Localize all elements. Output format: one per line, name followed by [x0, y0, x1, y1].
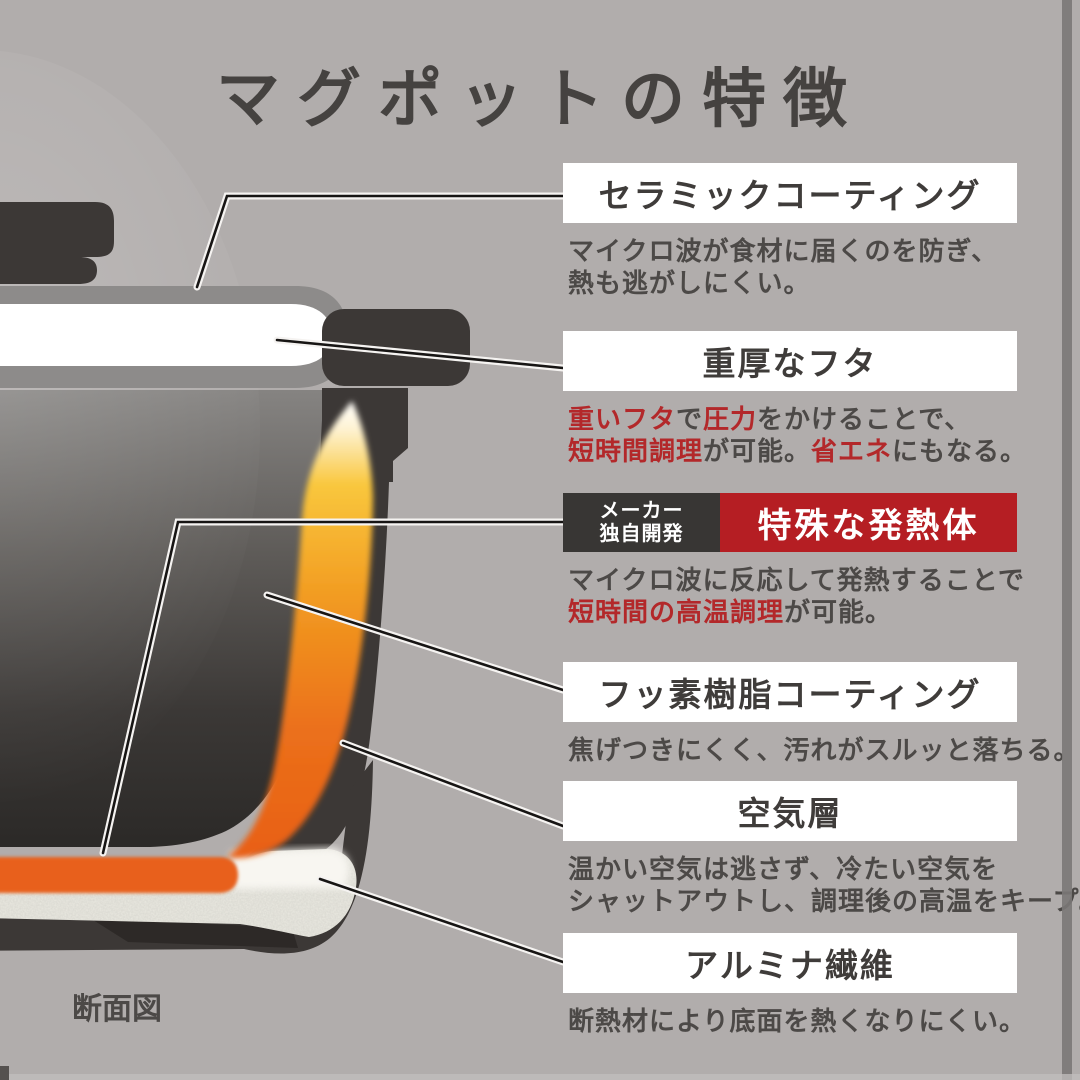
pot-handle — [322, 309, 470, 386]
feature-ceramic-coating: セラミックコーティング マイクロ波が食材に届くのを防ぎ、熱も逃がしにくい。 — [563, 163, 1017, 299]
leader-line-air — [341, 741, 565, 828]
photo-edge-corner-mark — [0, 1066, 9, 1080]
pot-foot-shadow — [90, 918, 298, 948]
feature-label-box: アルミナ繊維 — [563, 933, 1017, 993]
maker-original-badge: メーカー 独自開発 — [563, 493, 720, 552]
feature-label: アルミナ繊維 — [685, 947, 895, 984]
feature-description: マイクロ波が食材に届くのを防ぎ、熱も逃がしにくい。 — [568, 236, 999, 298]
feature-label-box: 重厚なフタ — [563, 331, 1017, 391]
page-title: マグポットの特徴 — [216, 63, 864, 135]
cross-section-label: 断面図 — [72, 993, 162, 1026]
leader-lines — [99, 192, 567, 966]
feature-alumina-fiber: アルミナ繊維 断熱材により底面を熱くなりにくい。 — [563, 933, 1026, 1037]
feature-air-layer: 空気層 温かい空気は逃さず、冷たい空気をシャットアウトし、調理後の高温をキープ。 — [563, 781, 1080, 917]
feature-fluorine-coating: フッ素樹脂コーティング 焦げつきにくく、汚れがスルッと落ちる。 — [563, 662, 1080, 766]
photo-edge-strip-bottom — [0, 1074, 1080, 1080]
feature-label: 空気層 — [737, 795, 843, 832]
feature-label-box: フッ素樹脂コーティング — [563, 662, 1017, 722]
feature-description: 重いフタで圧力をかけることで、短時間調理が可能。省エネにもなる。 — [568, 404, 1028, 466]
feature-label-box: 空気層 — [563, 781, 1017, 841]
feature-label-bar: メーカー 独自開発 特殊な発熱体 — [563, 493, 1017, 552]
badge-line-1: メーカー — [599, 499, 684, 522]
feature-label-box: セラミックコーティング — [563, 163, 1017, 223]
leader-line-lid — [275, 338, 565, 370]
feature-heavy-lid: 重厚なフタ 重いフタで圧力をかけることで、短時間調理が可能。省エネにもなる。 — [563, 331, 1028, 467]
feature-description: マイクロ波に反応して発熱することで短時間の高温調理が可能。 — [568, 565, 1025, 627]
leader-line-heater — [101, 520, 565, 855]
leader-line-fluorine — [265, 593, 565, 692]
heat-glow-flame — [227, 401, 373, 858]
feature-description: 焦げつきにくく、汚れがスルッと落ちる。 — [568, 735, 1080, 765]
feature-special-heater: メーカー 独自開発 特殊な発熱体 マイクロ波に反応して発熱することで短時間の高温… — [563, 493, 1025, 628]
feature-label: 重厚なフタ — [702, 345, 878, 382]
feature-description: 温かい空気は逃さず、冷たい空気をシャットアウトし、調理後の高温をキープ。 — [568, 854, 1080, 916]
heat-band — [0, 857, 238, 893]
leader-line-alumina — [318, 877, 565, 964]
feature-label: 特殊な発熱体 — [757, 507, 980, 545]
feature-label-box-red: 特殊な発熱体 — [720, 493, 1017, 552]
leader-line-ceramic — [195, 194, 565, 289]
feature-label: フッ素樹脂コーティング — [598, 676, 982, 713]
photo-edge-strip-right — [1062, 0, 1072, 1080]
leader-line-ceramic-casing — [193, 192, 567, 291]
badge-line-2: 独自開発 — [599, 522, 684, 545]
pot-lid-ceramic-layer — [0, 304, 332, 366]
feature-label: セラミックコーティング — [598, 177, 982, 214]
feature-description: 断熱材により底面を熱くなりにくい。 — [568, 1006, 1026, 1036]
pot-lid-knob — [0, 202, 114, 284]
